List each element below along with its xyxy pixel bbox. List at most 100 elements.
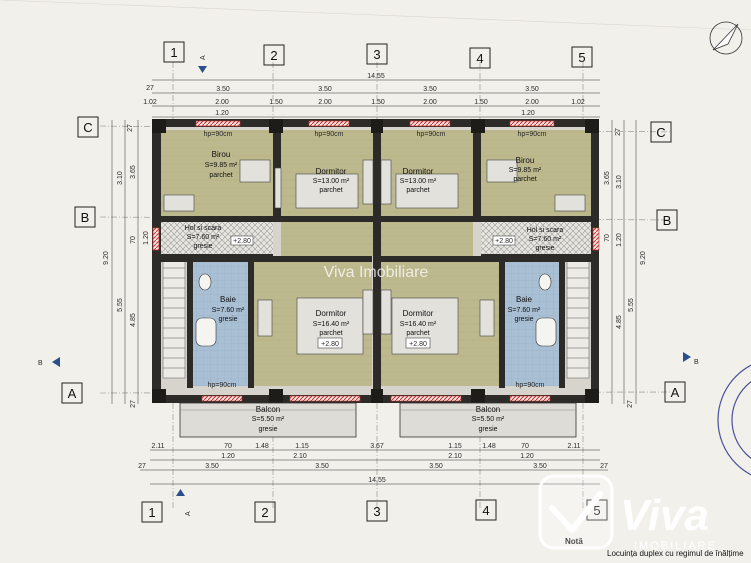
svg-text:Birou: Birou — [212, 150, 231, 159]
svg-text:2.00: 2.00 — [525, 99, 539, 106]
svg-text:S=9.85 m²: S=9.85 m² — [205, 162, 238, 169]
svg-text:14.55: 14.55 — [367, 73, 385, 80]
svg-text:S=5.50 m²: S=5.50 m² — [252, 416, 285, 423]
svg-text:+2.80: +2.80 — [321, 341, 339, 348]
svg-text:3.65: 3.65 — [130, 165, 137, 179]
svg-text:27: 27 — [127, 124, 134, 132]
viva-logo-check-icon — [549, 491, 603, 533]
svg-text:gresie: gresie — [478, 426, 497, 433]
viva-logo: Viva IMOBILIARE — [538, 474, 717, 552]
sanitary-fixtures — [195, 273, 557, 347]
dimension-texts-bottom: 2.11 70 1.48 1.15 3.67 1.15 1.48 70 2.11… — [138, 443, 608, 484]
windows-bottom — [201, 395, 551, 402]
grid-label-left-b: B — [81, 210, 90, 225]
svg-text:3.50: 3.50 — [429, 463, 443, 470]
svg-text:1.20: 1.20 — [616, 233, 623, 247]
room-label-dormitor-bottom-left: Dormitor S=16.40 m² parchet — [313, 309, 350, 337]
svg-text:Hol si scara: Hol si scara — [527, 227, 564, 234]
svg-text:Dormitor: Dormitor — [403, 167, 434, 176]
room-label-dormitor-top-left: Dormitor S=13.00 m² parchet — [313, 167, 350, 194]
svg-text:4.85: 4.85 — [616, 315, 623, 329]
svg-text:gresie: gresie — [258, 426, 277, 433]
grid-label-top-1: 1 — [170, 45, 177, 60]
svg-text:S=5.50 m²: S=5.50 m² — [472, 416, 505, 423]
building-plan — [152, 119, 600, 438]
svg-text:27: 27 — [615, 128, 622, 136]
svg-text:1.50: 1.50 — [474, 99, 488, 106]
room-hol-left-floor — [161, 222, 273, 254]
grid-label-right-a: A — [671, 385, 680, 400]
svg-text:Dormitor: Dormitor — [316, 167, 347, 176]
svg-text:IMOBILIARE: IMOBILIARE — [634, 540, 717, 552]
balcony-right — [399, 402, 577, 438]
grid-labels-side: C B A C B A — [61, 116, 686, 404]
grid-label-top-2: 2 — [270, 48, 277, 63]
svg-text:27: 27 — [146, 85, 154, 92]
svg-text:Locuința duplex cu regimul de: Locuința duplex cu regimul de înălțime — [607, 549, 744, 558]
room-labels: Birou S=9.85 m² parchet Dormitor S=13.00… — [185, 150, 564, 433]
grid-labels-top: 1 2 3 4 5 — [163, 41, 593, 69]
svg-text:S=7.60 m²: S=7.60 m² — [187, 234, 220, 241]
svg-text:1.15: 1.15 — [448, 443, 462, 450]
room-label-baie-left: Baie S=7.60 m² gresie — [212, 295, 245, 323]
svg-text:2.11: 2.11 — [151, 443, 164, 450]
room-label-hol-right: Hol si scara S=7.60 m² gresie — [527, 227, 564, 252]
grid-label-right-c: C — [656, 125, 665, 140]
plan-note: Notă Locuința duplex cu regimul de înălț… — [565, 537, 744, 558]
svg-text:parchet: parchet — [209, 172, 232, 179]
svg-text:+2.80: +2.80 — [409, 341, 427, 348]
dimensions-bottom — [140, 449, 608, 485]
svg-text:1.48: 1.48 — [482, 443, 496, 450]
windows-top — [152, 120, 600, 251]
grid-label-bottom-4: 4 — [482, 503, 489, 518]
svg-text:2.00: 2.00 — [318, 99, 332, 106]
grid-label-top-3: 3 — [373, 47, 380, 62]
svg-text:S=7.60 m²: S=7.60 m² — [212, 307, 245, 314]
room-label-dormitor-top-right: Dormitor S=13.00 m² parchet — [400, 167, 437, 194]
grid-label-top-4: 4 — [476, 51, 483, 66]
svg-text:70: 70 — [224, 443, 232, 450]
window-labels: hp=90cm hp=90cm hp=90cm hp=90cm hp=90cm … — [204, 131, 547, 389]
svg-text:S=7.60 m²: S=7.60 m² — [529, 236, 562, 243]
svg-text:Balcon: Balcon — [256, 405, 280, 414]
svg-text:Baie: Baie — [220, 295, 237, 304]
svg-text:3.50: 3.50 — [533, 463, 547, 470]
svg-text:1.20: 1.20 — [520, 453, 534, 460]
svg-text:hp=90cm: hp=90cm — [208, 382, 237, 389]
svg-text:1.20: 1.20 — [215, 110, 229, 117]
svg-text:Hol si scara: Hol si scara — [185, 225, 222, 232]
room-label-balcon-right: Balcon S=5.50 m² gresie — [472, 405, 505, 433]
svg-text:27: 27 — [138, 463, 146, 470]
svg-text:A: A — [185, 511, 192, 516]
svg-text:1.15: 1.15 — [295, 443, 309, 450]
svg-text:1.02: 1.02 — [143, 99, 157, 106]
svg-text:+2.80: +2.80 — [233, 238, 251, 245]
svg-text:parchet: parchet — [406, 187, 429, 194]
stair-left — [162, 257, 186, 379]
dimension-texts-top: 14.55 27 3.50 3.50 3.50 3.50 1.02 2.00 1… — [143, 73, 585, 117]
stair-right — [566, 257, 590, 379]
svg-text:gresie: gresie — [514, 316, 533, 323]
grid-label-left-c: C — [83, 120, 92, 135]
svg-text:gresie: gresie — [218, 316, 237, 323]
section-markers: A A B B — [38, 55, 699, 516]
svg-text:2.00: 2.00 — [215, 99, 229, 106]
svg-text:Notă: Notă — [565, 537, 583, 546]
svg-text:3.50: 3.50 — [315, 463, 329, 470]
dimension-texts-left: 27 3.10 3.65 1.20 70 9.20 5.55 4.85 27 — [103, 124, 150, 408]
svg-text:5.55: 5.55 — [117, 298, 124, 312]
svg-text:Dormitor: Dormitor — [403, 309, 434, 318]
svg-text:27: 27 — [600, 463, 608, 470]
svg-text:Dormitor: Dormitor — [316, 309, 347, 318]
svg-text:3.50: 3.50 — [525, 86, 539, 93]
svg-text:hp=90cm: hp=90cm — [315, 131, 344, 138]
svg-text:1.20: 1.20 — [521, 110, 535, 117]
svg-text:27: 27 — [130, 400, 137, 408]
svg-text:Baie: Baie — [516, 295, 533, 304]
balcony-left — [179, 402, 357, 438]
svg-text:3.10: 3.10 — [616, 175, 623, 189]
svg-text:9.20: 9.20 — [103, 251, 110, 265]
svg-text:S=7.60 m²: S=7.60 m² — [508, 307, 541, 314]
